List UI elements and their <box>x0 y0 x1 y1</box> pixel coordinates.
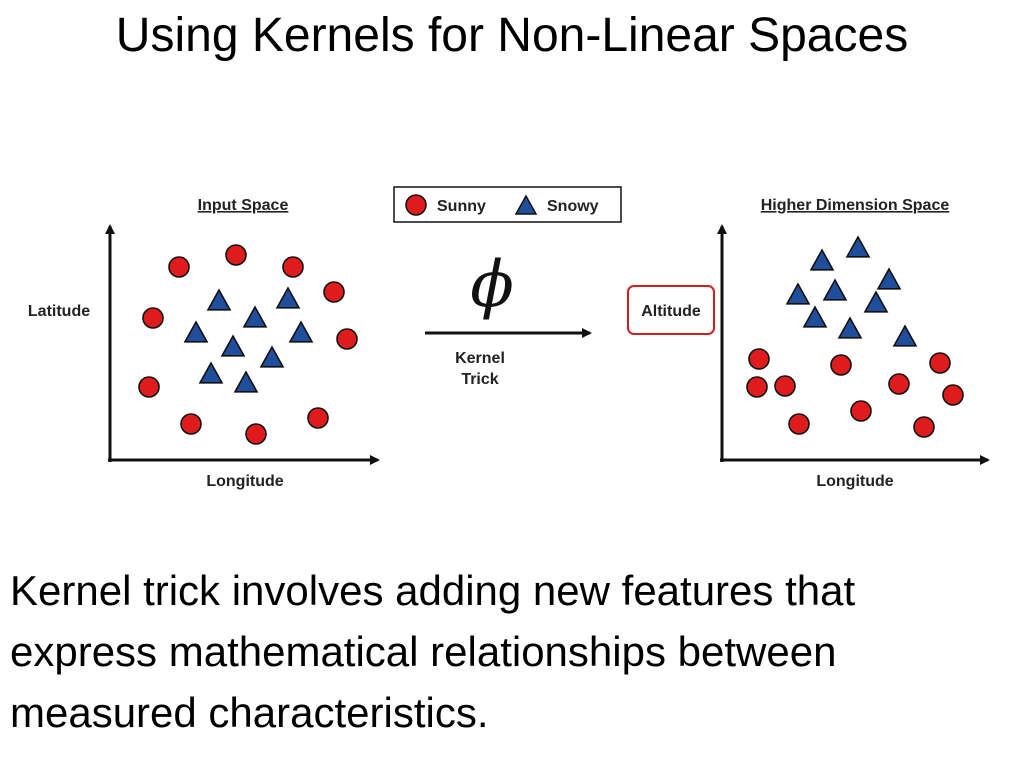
legend-circle-icon <box>405 194 427 216</box>
higher-space-title: Higher Dimension Space <box>761 197 950 214</box>
slide-body-text: Kernel trick involves adding new feature… <box>10 567 856 736</box>
snowy-point <box>809 248 835 271</box>
snowy-point <box>242 305 268 328</box>
sunny-point <box>746 376 768 398</box>
snowy-point <box>845 235 871 258</box>
altitude-label-box <box>627 285 715 335</box>
slide-title: Using Kernels for Non-Linear Spaces <box>115 9 909 62</box>
legend-triangle-icon <box>514 194 538 215</box>
sunny-point <box>138 376 160 398</box>
sunny-point <box>748 348 770 370</box>
snowy-point <box>259 345 285 368</box>
snowy-point <box>863 290 889 313</box>
legend-sunny-label: Sunny <box>437 198 486 215</box>
snowy-point <box>837 316 863 339</box>
snowy-point <box>892 324 918 347</box>
input-space-title: Input Space <box>198 197 289 214</box>
sunny-point <box>336 328 358 350</box>
snowy-point <box>876 267 902 290</box>
higher-space-points <box>746 235 964 438</box>
input-space-points <box>138 244 358 445</box>
sunny-point <box>942 384 964 406</box>
input-x-label: Longitude <box>206 473 283 490</box>
snowy-point <box>288 320 314 343</box>
snowy-point <box>183 320 209 343</box>
snowy-point <box>220 334 246 357</box>
input-y-label: Latitude <box>28 303 90 320</box>
legend-snowy-label: Snowy <box>547 198 599 215</box>
snowy-point <box>822 278 848 301</box>
sunny-point <box>180 413 202 435</box>
sunny-point <box>245 423 267 445</box>
sunny-point <box>282 256 304 278</box>
sunny-point <box>225 244 247 266</box>
kernel-trick-diagram: Input Space Latitude Longitude Sunny Sno… <box>0 170 1024 510</box>
snowy-point <box>233 370 259 393</box>
sunny-point <box>774 375 796 397</box>
sunny-point <box>830 354 852 376</box>
sunny-point <box>307 407 329 429</box>
sunny-point <box>142 307 164 329</box>
sunny-point <box>168 256 190 278</box>
sunny-point <box>788 413 810 435</box>
kernel-label-line1: Kernel <box>455 350 505 367</box>
higher-y-label: Altitude <box>641 303 701 320</box>
sunny-point <box>888 373 910 395</box>
phi-symbol: ϕ <box>470 248 514 322</box>
sunny-point <box>913 416 935 438</box>
snowy-point <box>785 282 811 305</box>
snowy-point <box>275 286 301 309</box>
snowy-point <box>198 361 224 384</box>
kernel-label-line2: Trick <box>461 371 498 388</box>
diagram-canvas: Input Space Latitude Longitude Sunny Sno… <box>28 186 990 490</box>
sunny-point <box>850 400 872 422</box>
higher-x-label: Longitude <box>816 473 893 490</box>
snowy-point <box>206 288 232 311</box>
sunny-point <box>929 352 951 374</box>
sunny-point <box>323 281 345 303</box>
snowy-point <box>802 305 828 328</box>
legend-box <box>393 186 622 223</box>
